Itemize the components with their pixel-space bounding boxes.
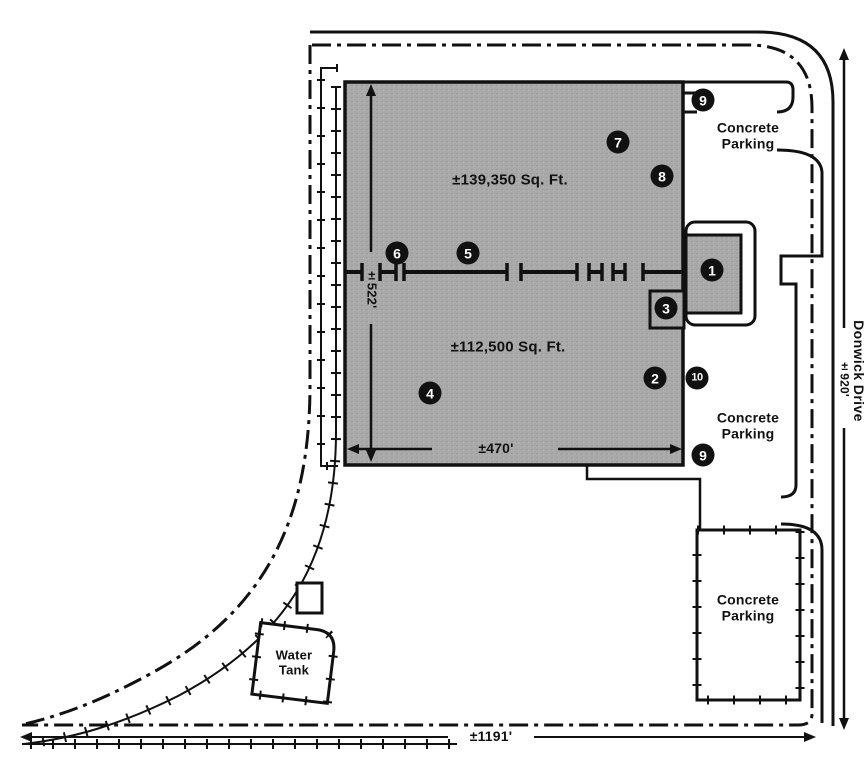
parking-label-north: Concrete Parking bbox=[716, 119, 780, 151]
marker-3: 3 bbox=[654, 296, 678, 320]
width-dimension-label: ±470' bbox=[478, 440, 514, 457]
road-west-edge-lower bbox=[780, 522, 824, 723]
property-line-dashdot bbox=[22, 43, 814, 727]
lower-area-label: ±112,500 Sq. Ft. bbox=[450, 338, 566, 356]
parking-boundary-south bbox=[585, 465, 702, 530]
north-parking-boundary bbox=[683, 80, 795, 114]
parking-north-line1: Concrete bbox=[716, 119, 780, 136]
parking-south-line2: Parking bbox=[721, 607, 775, 623]
rail-spur-curve bbox=[23, 86, 337, 745]
frontage-dim-arrow-right bbox=[804, 732, 816, 742]
small-structure bbox=[295, 581, 324, 615]
width-dim-arrow-left bbox=[347, 444, 359, 454]
road-dim-arrow-down bbox=[839, 718, 849, 730]
water-tank-line1: Water bbox=[275, 647, 313, 663]
marker-6: 6 bbox=[385, 241, 409, 265]
depth-dimension-label: ±522' bbox=[364, 267, 380, 309]
marker-2: 2 bbox=[643, 366, 667, 390]
column-line-ticks bbox=[360, 263, 645, 281]
water-tank-label: Water Tank bbox=[276, 648, 313, 677]
marker-1: 1 bbox=[700, 258, 724, 282]
parking-label-mid: Concrete Parking bbox=[716, 409, 780, 441]
frontage-dimension-label: ±1191' bbox=[469, 728, 513, 745]
marker-8: 8 bbox=[650, 164, 674, 188]
marker-5: 5 bbox=[456, 241, 480, 265]
marker-4: 4 bbox=[418, 381, 442, 405]
parking-south-line1: Concrete bbox=[716, 591, 780, 608]
frontage-dim-arrow-left bbox=[20, 732, 32, 742]
fence-line bbox=[320, 67, 338, 467]
road-dimension-label: ±920' bbox=[837, 359, 852, 397]
dock-pad bbox=[684, 233, 743, 315]
fenced-parking-lot bbox=[695, 528, 802, 702]
depth-dim-arrow-up bbox=[366, 84, 376, 96]
marker-7: 7 bbox=[606, 130, 630, 154]
upper-area-label: ±139,350 Sq. Ft. bbox=[452, 171, 568, 189]
west-property-line-dashdot bbox=[24, 45, 312, 726]
parking-label-south: Concrete Parking bbox=[716, 591, 780, 623]
road-outer-edge bbox=[310, 30, 835, 726]
marker-9-south: 9 bbox=[691, 443, 715, 467]
road-dim-arrow-up bbox=[839, 48, 849, 60]
width-dim-arrow-right bbox=[670, 444, 682, 454]
marker-9-north: 9 bbox=[691, 88, 715, 112]
parking-mid-line1: Concrete bbox=[716, 409, 780, 426]
water-tank-shape bbox=[246, 617, 339, 709]
parking-north-line2: Parking bbox=[721, 135, 775, 151]
road-name-label: Donwick Drive bbox=[850, 320, 865, 422]
marker-10: 10 bbox=[685, 366, 709, 390]
water-tank-line2: Tank bbox=[278, 662, 310, 677]
parking-mid-line2: Parking bbox=[721, 425, 775, 441]
road-west-edge-upper bbox=[776, 148, 824, 499]
depth-dim-arrow-down bbox=[366, 450, 376, 462]
